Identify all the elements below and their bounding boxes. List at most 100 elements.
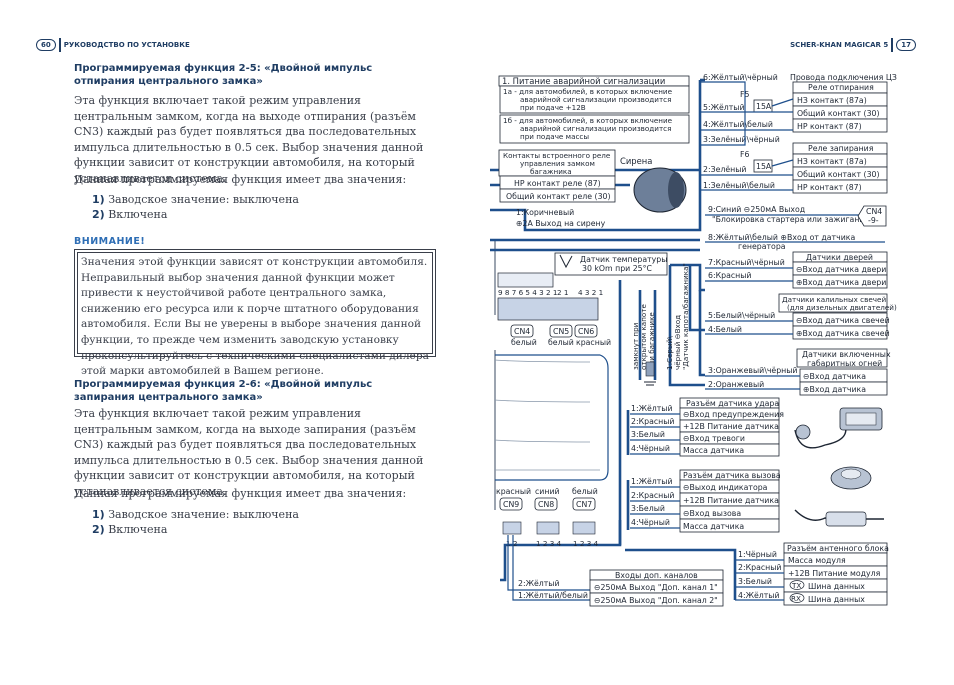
main-unit — [494, 240, 609, 510]
svg-text:белый: белый — [572, 487, 598, 496]
shock-wire: 4:Чёрный — [631, 444, 670, 453]
aux-item: ⊖250мА Выход "Доп. канал 2" — [594, 596, 718, 605]
temp-sensor-group: Датчик температуры 30 kOm при 25°C 9 8 7… — [497, 252, 668, 347]
svg-text:синий: синий — [535, 487, 560, 496]
glow-wire: 5:Белый\чёрный — [708, 311, 775, 320]
lock-relay-item: НР контакт (87) — [797, 183, 862, 192]
antenna-item: Шина данных — [808, 595, 865, 604]
cn8-connector: CN8 — [538, 500, 554, 509]
call-sensor-group: Разъём датчика вызова ⊖Выход индикатора … — [630, 466, 884, 533]
value-item: 2) Включена — [92, 208, 168, 221]
shock-title: Разъём датчика удара — [686, 399, 779, 408]
aux-title: Входы доп. каналов — [615, 571, 698, 580]
lock-relay-title: Реле запирания — [808, 144, 874, 153]
shock-item: ⊖Вход тревоги — [683, 434, 745, 443]
cn9-connector: CN9 — [503, 500, 519, 509]
unlock-relay-item: НЗ контакт (87а) — [797, 96, 867, 105]
trunk-relay-group: Контакты встроенного реле управления зам… — [498, 149, 616, 203]
alarm-1a-line: аварийной сигнализации производится — [520, 95, 671, 104]
svg-text:CN4: CN4 — [866, 207, 882, 216]
hood-wire: 1:Серый\ — [665, 336, 674, 370]
cn5-pins: 2 1 — [557, 288, 568, 297]
alarm-1b-line: аварийной сигнализации производится — [520, 124, 671, 133]
trunk-title-line: Контакты встроенного реле — [503, 151, 611, 160]
tx-badge: TX — [791, 581, 801, 590]
cn4-connector: CN4 — [514, 327, 530, 336]
fuse-f6-label: F6 — [740, 150, 749, 159]
call-item: ⊖Вход вызова — [683, 509, 741, 518]
section-2-5-values: 1) Заводское значение: выключена 2) Вклю… — [74, 192, 440, 222]
generator-wire: 8:Жёлтый\белый ⊕Вход от датчика — [708, 233, 855, 242]
antenna-item: Шина данных — [808, 582, 865, 591]
svg-text:15A: 15A — [756, 162, 772, 171]
trunk-title-line: багажника — [530, 167, 572, 176]
cn7-connector: CN7 — [576, 500, 592, 509]
section-paragraph: Эта функция включает такой режим управле… — [74, 94, 424, 185]
hood-wire: чёрный ⊖Вход — [673, 315, 682, 370]
warning-text: Значения этой функции зависят от констру… — [77, 252, 433, 377]
call-wire: 1:Жёлтый — [631, 477, 673, 486]
park-title: габаритных огней — [807, 359, 882, 368]
call-wire: 2:Красный — [631, 491, 674, 500]
trunk-nc-contact: НР контакт реле (87) — [514, 179, 601, 188]
park-wire: 3:Оранжевый\чёрный — [708, 366, 798, 375]
hood-switch-group: замкнут при открытом капоте или багажник… — [631, 263, 690, 386]
rx-badge: RX — [791, 594, 801, 603]
shock-item: Масса датчика — [683, 446, 744, 455]
aux-channels-group: Входы доп. каналов ⊖250мА Выход "Доп. ка… — [518, 569, 724, 607]
siren-label: Сирена — [620, 156, 652, 166]
glow-subtitle: (для дизельных двигателей) — [787, 303, 897, 312]
shock-sensor-group: Разъём датчика удара ⊖Вход предупреждени… — [630, 397, 883, 457]
section-title-line2: отпирания центрального замка» — [74, 76, 263, 87]
harness — [490, 78, 737, 600]
call-wire: 4:Чёрный — [631, 518, 670, 527]
alarm-1b-line: при подаче массы — [520, 132, 589, 141]
section-2-6: Программируемая функция 2-6: «Двойной им… — [74, 378, 440, 404]
section-title-line2: запирания центрального замка» — [74, 392, 263, 403]
antenna-title: Разъём антенного блока — [787, 544, 889, 553]
park-item: ⊕Вход датчика — [803, 385, 866, 394]
cn9-pins: 1 2 — [506, 539, 517, 548]
shock-sensor-icon — [794, 407, 883, 449]
hood-text: или багажнике — [647, 312, 656, 370]
cz-wire: 1:Зелёный\белый — [703, 181, 775, 190]
shock-wire: 2:Красный — [631, 417, 674, 426]
cz-wire: 2:Зелёный — [703, 165, 746, 174]
section-paragraph: Данная программируемая функция имеет два… — [74, 173, 407, 186]
section-2-5-body: Эта функция включает такой режим управле… — [74, 93, 440, 187]
warning-title: ВНИМАНИЕ! — [74, 236, 146, 247]
cn4-pins: 9 8 7 6 5 4 3 2 1 — [498, 288, 557, 297]
svg-text:белый: белый — [511, 338, 537, 347]
doors-item: ⊖Вход датчика двери — [796, 265, 886, 274]
section-2-6-values-intro: Данная программируемая функция имеет два… — [74, 486, 440, 502]
header-divider — [58, 38, 61, 52]
glow-wire: 4:Белый — [708, 325, 742, 334]
glow-item: ⊖Вход датчика свечей — [796, 316, 890, 325]
aux-wire: 2:Жёлтый — [518, 579, 560, 588]
section-2-5-values-intro: Данная программируемая функция имеет два… — [74, 172, 440, 188]
antenna-wire: 2:Красный — [738, 563, 781, 572]
shock-item: ⊖Вход предупреждения — [683, 410, 784, 419]
svg-text:-9-: -9- — [868, 216, 879, 225]
cn7-pins: 1 2 3 4 — [573, 539, 599, 548]
right-header-title: SCHER-KHAN MAGICAR 5 — [790, 41, 889, 49]
glow-title: Датчики калильных свечей — [782, 295, 886, 304]
unlock-relay-item: НР контакт (87) — [797, 122, 862, 131]
cn5-connector: CN5 — [553, 327, 569, 336]
section-paragraph: Эта функция включает такой режим управле… — [74, 407, 424, 498]
value-item: 2) Включена — [92, 523, 168, 536]
cz-title: Провода подключения ЦЗ — [790, 73, 897, 82]
park-sensors-group: Датчики включенных габаритных огней ⊖Вхо… — [705, 348, 891, 396]
cz-wire: 5:Жёлтый — [703, 103, 745, 112]
glow-item: ⊕Вход датчика свечей — [796, 329, 890, 338]
svg-text:красный: красный — [576, 338, 611, 347]
value-item: 1) Заводское значение: выключена — [92, 508, 299, 521]
siren-group: Сирена 1:Коричневый ⊕2А Выход на сирену — [516, 156, 687, 228]
shock-item: +12В Питание датчика — [683, 422, 779, 431]
unlock-relay-item: Общий контакт (30) — [797, 109, 880, 118]
warning-box: Значения этой функции зависят от констру… — [74, 249, 436, 377]
trunk-com-contact: Общий контакт реле (30) — [506, 192, 611, 201]
bottom-connectors: красный синий белый CN9 CN8 CN7 1 2 1 2 … — [496, 487, 599, 601]
alarm-1a-line: 1а - для автомобилей, в которых включени… — [503, 87, 673, 96]
cn4-tag — [857, 205, 887, 227]
